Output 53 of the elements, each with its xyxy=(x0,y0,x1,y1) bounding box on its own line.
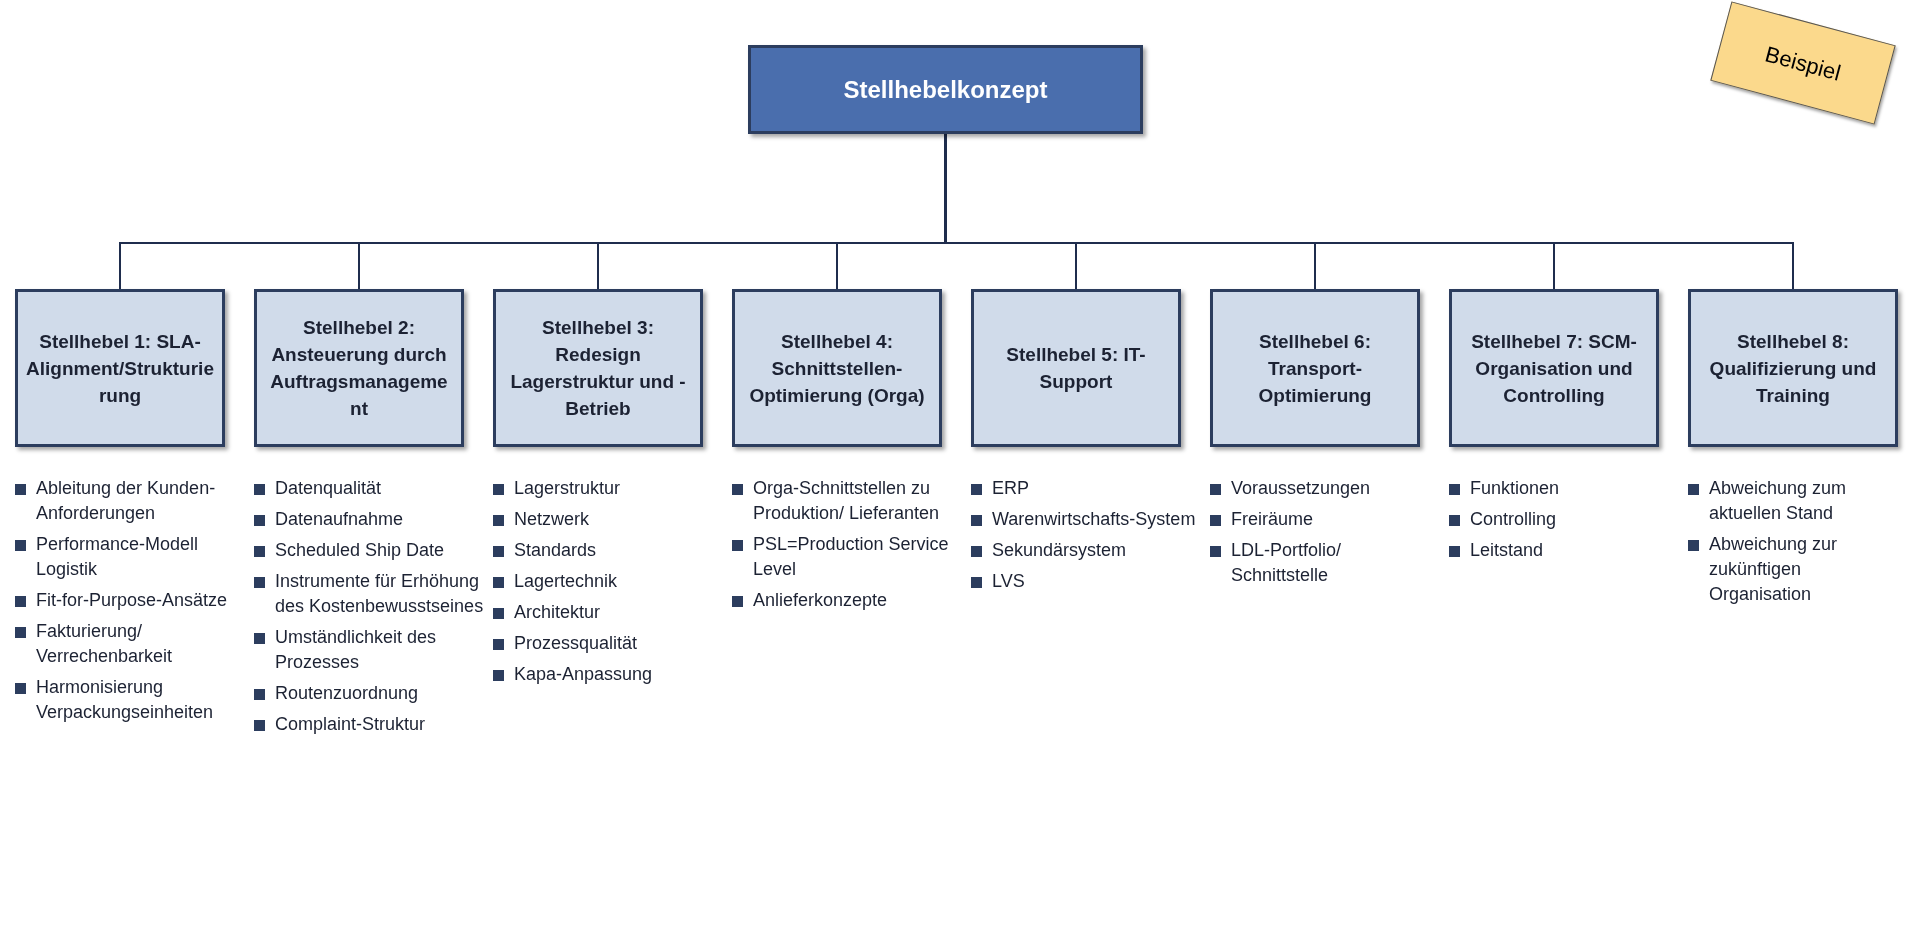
lever-title: Stellhebel 4: Schnittstellen-Optimierung (Orga) xyxy=(748,329,926,408)
bullet-text: Scheduled Ship Date xyxy=(275,539,445,562)
bullet-text: Datenaufnahme xyxy=(275,508,404,531)
lever-title: Stellhebel 8: Qualifizierung und Training xyxy=(1708,329,1878,408)
bullet-text: Abweichung zur zukünftigen Organisation xyxy=(1709,533,1839,606)
bullet-text: Harmonisierung Verpackungseinheiten xyxy=(36,676,215,724)
bullet-text: Fakturierung/ Verrechenbarkeit xyxy=(36,620,174,668)
bullet-text: Fit-for-Purpose-Ansätze xyxy=(36,589,228,612)
lever-title: Stellhebel 6: Transport-Optimierung xyxy=(1257,329,1373,408)
bullet-text: Voraussetzungen xyxy=(1231,477,1371,500)
bullet-text: Freiräume xyxy=(1231,508,1314,531)
bullet-text: Performance-Modell Logistik xyxy=(36,533,200,581)
lever-box xyxy=(1449,289,1659,447)
bullet-text: Datenqualität xyxy=(275,477,382,500)
lever-title: Stellhebel 7: SCM-Organisation und Controlling xyxy=(1470,329,1638,408)
lever-box xyxy=(1688,289,1898,447)
bullet-text: LVS xyxy=(992,570,1025,593)
bullet-text: Controlling xyxy=(1470,508,1557,531)
bullet-text: Instrumente für Erhöhung des Kostenbewusstseines xyxy=(275,570,485,618)
lever-title: Stellhebel 2: Ansteuerung durch Auftragsmanagement xyxy=(269,316,449,421)
bullet-text: Prozessqualität xyxy=(514,632,638,655)
bullet-text: Routenzuordnung xyxy=(275,682,419,705)
bullet-text: Kapa-Anpassung xyxy=(514,663,653,686)
bullet-text: Orga-Schnittstellen zu Produktion/ Lieferanten xyxy=(753,477,941,525)
lever-box xyxy=(493,289,703,447)
root-box xyxy=(748,45,1143,134)
bullet-text: Architektur xyxy=(514,601,601,624)
bullet-text: Lagerstruktur xyxy=(514,477,621,500)
lever-box xyxy=(15,289,225,447)
bullet-text: LDL-Portfolio/ Schnittstelle xyxy=(1231,539,1343,587)
lever-title: Stellhebel 5: IT-Support xyxy=(1005,343,1147,394)
lever-box xyxy=(732,289,942,447)
lever-title: Stellhebel 1: SLA-Alignment/Strukturierung xyxy=(26,329,214,408)
bullet-text: Warenwirtschafts-System xyxy=(992,508,1196,531)
lever-title: Stellhebel 3: Redesign Lagerstruktur und - Betrieb xyxy=(509,316,687,421)
bullet-text: Netzwerk xyxy=(514,508,589,531)
bullet-text: Funktionen xyxy=(1470,477,1560,500)
bullet-text: PSL=Production Service Level xyxy=(753,533,950,581)
bullet-text: Anlieferkonzepte xyxy=(753,589,888,612)
bullet-text: Standards xyxy=(514,539,597,562)
bullet-text: Complaint-Struktur xyxy=(275,713,426,736)
tag-text: Beispiel xyxy=(1761,39,1845,88)
bullet-text: Ableitung der Kunden-Anforderungen xyxy=(36,477,217,525)
bullet-text: Lagertechnik xyxy=(514,570,618,593)
lever-box xyxy=(971,289,1181,447)
bullet-text: Leitstand xyxy=(1470,539,1544,562)
bullet-text: ERP xyxy=(992,477,1029,500)
lever-box xyxy=(254,289,464,447)
bullet-text: Umständlichkeit des Prozesses xyxy=(275,626,438,674)
bullet-text: Sekundärsystem xyxy=(992,539,1127,562)
bullet-text: Abweichung zum aktuellen Stand xyxy=(1709,477,1848,525)
lever-box xyxy=(1210,289,1420,447)
root-title: Stellhebelkonzept xyxy=(843,74,1048,105)
